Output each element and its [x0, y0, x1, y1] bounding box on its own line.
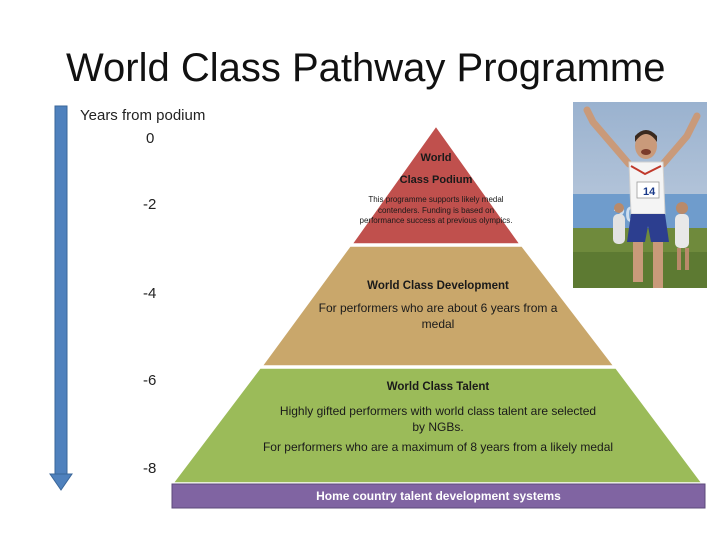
tier-podium: [350, 124, 522, 245]
bib-number: 14: [643, 186, 656, 198]
talent-title: World Class Talent: [386, 381, 490, 393]
talent-description-1: Highly gifted performers with world clas…: [279, 404, 597, 434]
podium-title-line2: Class Podium: [399, 174, 473, 186]
athlete-photo: 2000 14: [573, 102, 707, 288]
podium-description: This programme supports likely medal con…: [359, 195, 513, 225]
podium-title-line1: World: [420, 152, 452, 164]
base-label: Home country talent development systems: [316, 489, 561, 503]
talent-description-2: For performers who are a maximum of 8 ye…: [262, 440, 614, 454]
development-description: For performers who are about 6 years fro…: [318, 301, 558, 331]
timeline-arrow: [49, 105, 73, 491]
tick-0: 0: [146, 130, 155, 147]
tick-minus-2: -2: [143, 196, 157, 213]
slide-title: World Class Pathway Programme: [66, 46, 666, 90]
tick-minus-4: -4: [143, 285, 157, 302]
axis-label: Years from podium: [80, 107, 206, 124]
development-title: World Class Development: [367, 280, 509, 292]
tier-development: [260, 245, 616, 367]
athlete-illustration: 2000 14: [573, 102, 707, 288]
tick-minus-6: -6: [143, 372, 157, 389]
base-bar: [171, 483, 706, 509]
tick-minus-8: -8: [143, 460, 157, 477]
tier-talent: [171, 367, 704, 484]
